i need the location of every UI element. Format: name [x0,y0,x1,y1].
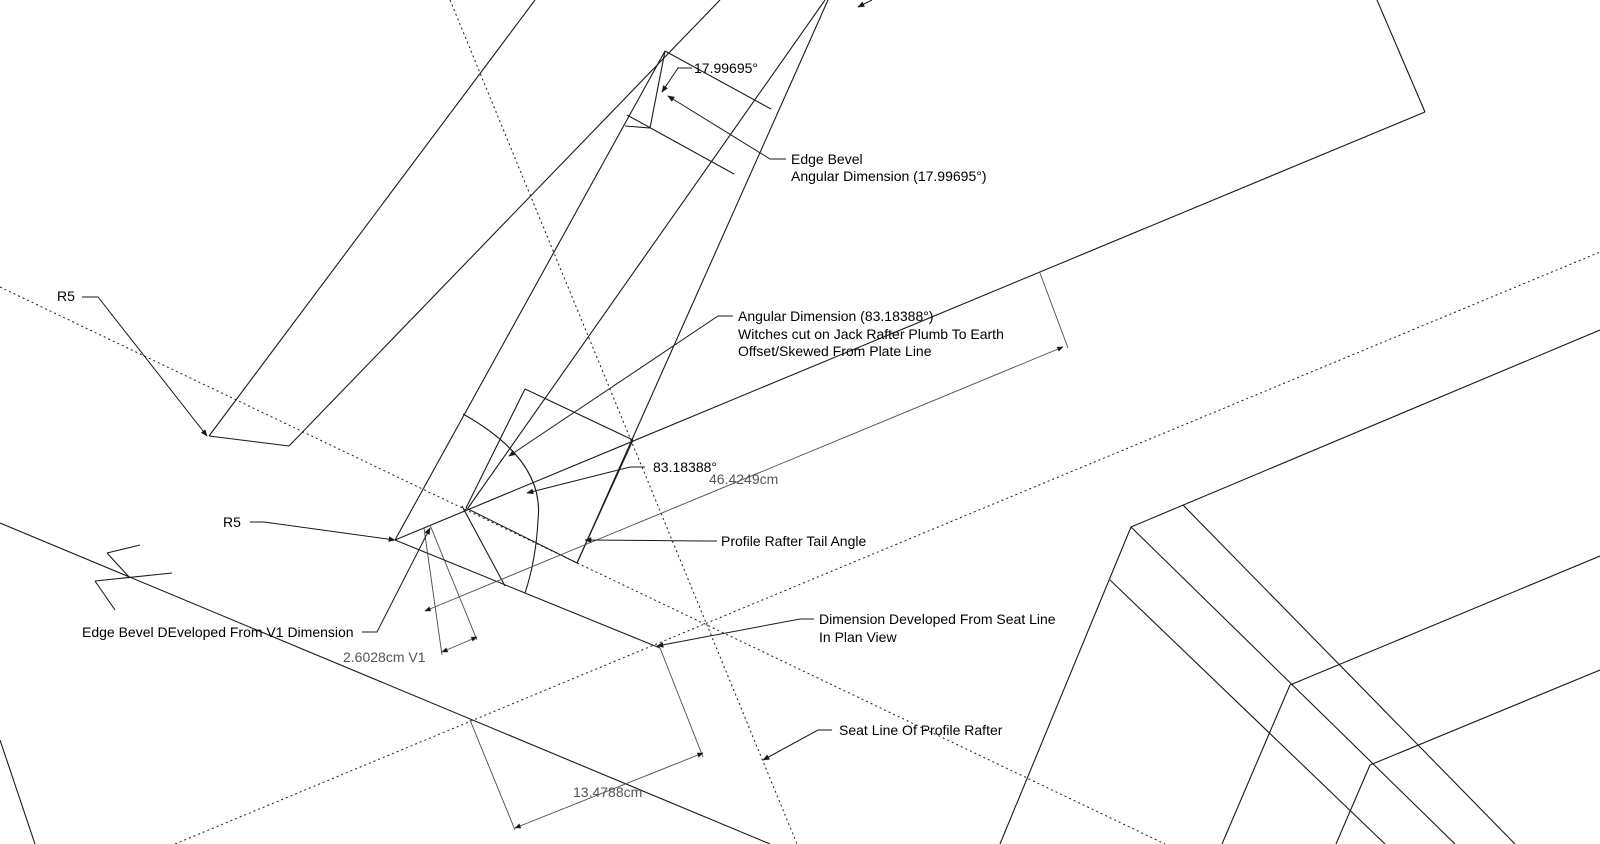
plate-line-left [0,522,771,844]
dim-v1-ext-b [429,524,478,641]
left-rafter-edge-b [288,0,721,447]
leader-r5-top [82,296,208,437]
tick-d [94,580,116,611]
hip-line-f [1289,555,1600,686]
label-edge-bevel-angular: Angular Dimension (17.99695°) [791,168,987,184]
leader-83-angle [526,466,645,495]
label-seat-dev1: Dimension Developed From Seat Line [819,611,1056,627]
hip-line-d [1182,504,1516,844]
leader-seat-profile [762,729,832,761]
leader-17-angle [661,67,692,93]
hip-line-g [1221,684,1291,844]
jack-rafter-edge-c [576,0,829,564]
dimension-lines [423,272,1069,831]
leader-profile-tail [584,537,717,543]
profile-box-top [524,388,634,441]
tick-c [94,572,173,582]
left-rafter-edge-a [208,0,536,437]
label-seat-dev2: In Plan View [819,629,897,645]
label-r5-top: R5 [57,288,75,304]
hip-line-a [1130,329,1600,528]
label-dim-v1: 2.6028cm V1 [343,649,426,665]
hip-line-e [1109,579,1386,844]
dim-13-ext-b [659,647,704,758]
leader-angular [508,315,733,457]
dim-46-line [424,346,1064,612]
label-edge-bevel-v1: Edge Bevel DEveloped From V1 Dimension [82,624,354,640]
label-edge-bevel-angle: 17.99695° [694,60,758,76]
leader-lines [82,0,873,761]
leader-edge-bevel [667,95,786,160]
left-edge-line [0,739,36,844]
left-rafter-end-a [208,435,290,447]
tick-a [106,544,141,554]
label-profile-tail: Profile Rafter Tail Angle [721,533,866,549]
label-dim-46: 46.4249cm [709,471,778,487]
jack-rafter-edge-a [394,50,666,541]
jack-rafter-bevel-b [624,125,651,129]
dim-v1-ext-a [423,527,443,656]
label-angular-line2: Witches cut on Jack Rafter Plumb To Eart… [738,326,1004,342]
hip-line-h [1369,669,1600,766]
label-r5-mid: R5 [223,514,241,530]
dim-13-line [514,752,704,829]
dim-13-ext-a [469,719,516,831]
label-edge-bevel-title: Edge Bevel [791,151,863,167]
leader-seat-dev [656,618,814,648]
leader-top-right [857,0,873,8]
upper-rafter-end [1376,0,1426,113]
jack-rafter-top-cut-a [664,50,772,110]
annotation-labels: 17.99695° Edge Bevel Angular Dimension (… [57,60,1056,800]
label-angle-83: 83.18388° [653,459,717,475]
jack-rafter-bevel-a [649,50,666,129]
jack-rafter-top-cut-b [626,114,735,175]
dim-46-ext-a [1039,272,1069,349]
dim-v1-line [441,636,478,653]
angle-arc [462,413,540,594]
label-seat-profile: Seat Line Of Profile Rafter [839,722,1003,738]
label-angular-line1: Angular Dimension (83.18388°) [738,308,934,324]
dotted-line-left-diagonal [0,286,1166,844]
leader-edge-bevel-v1 [362,527,431,633]
tick-b [106,552,131,579]
label-angular-line3: Offset/Skewed From Plate Line [738,343,932,359]
seat-line-a [394,539,661,649]
hip-line-i [1335,764,1371,844]
hip-line-b [999,526,1132,844]
leader-r5-mid [250,521,396,542]
hip-line-c [1130,526,1456,844]
label-dim-13: 13.4788cm [573,784,642,800]
